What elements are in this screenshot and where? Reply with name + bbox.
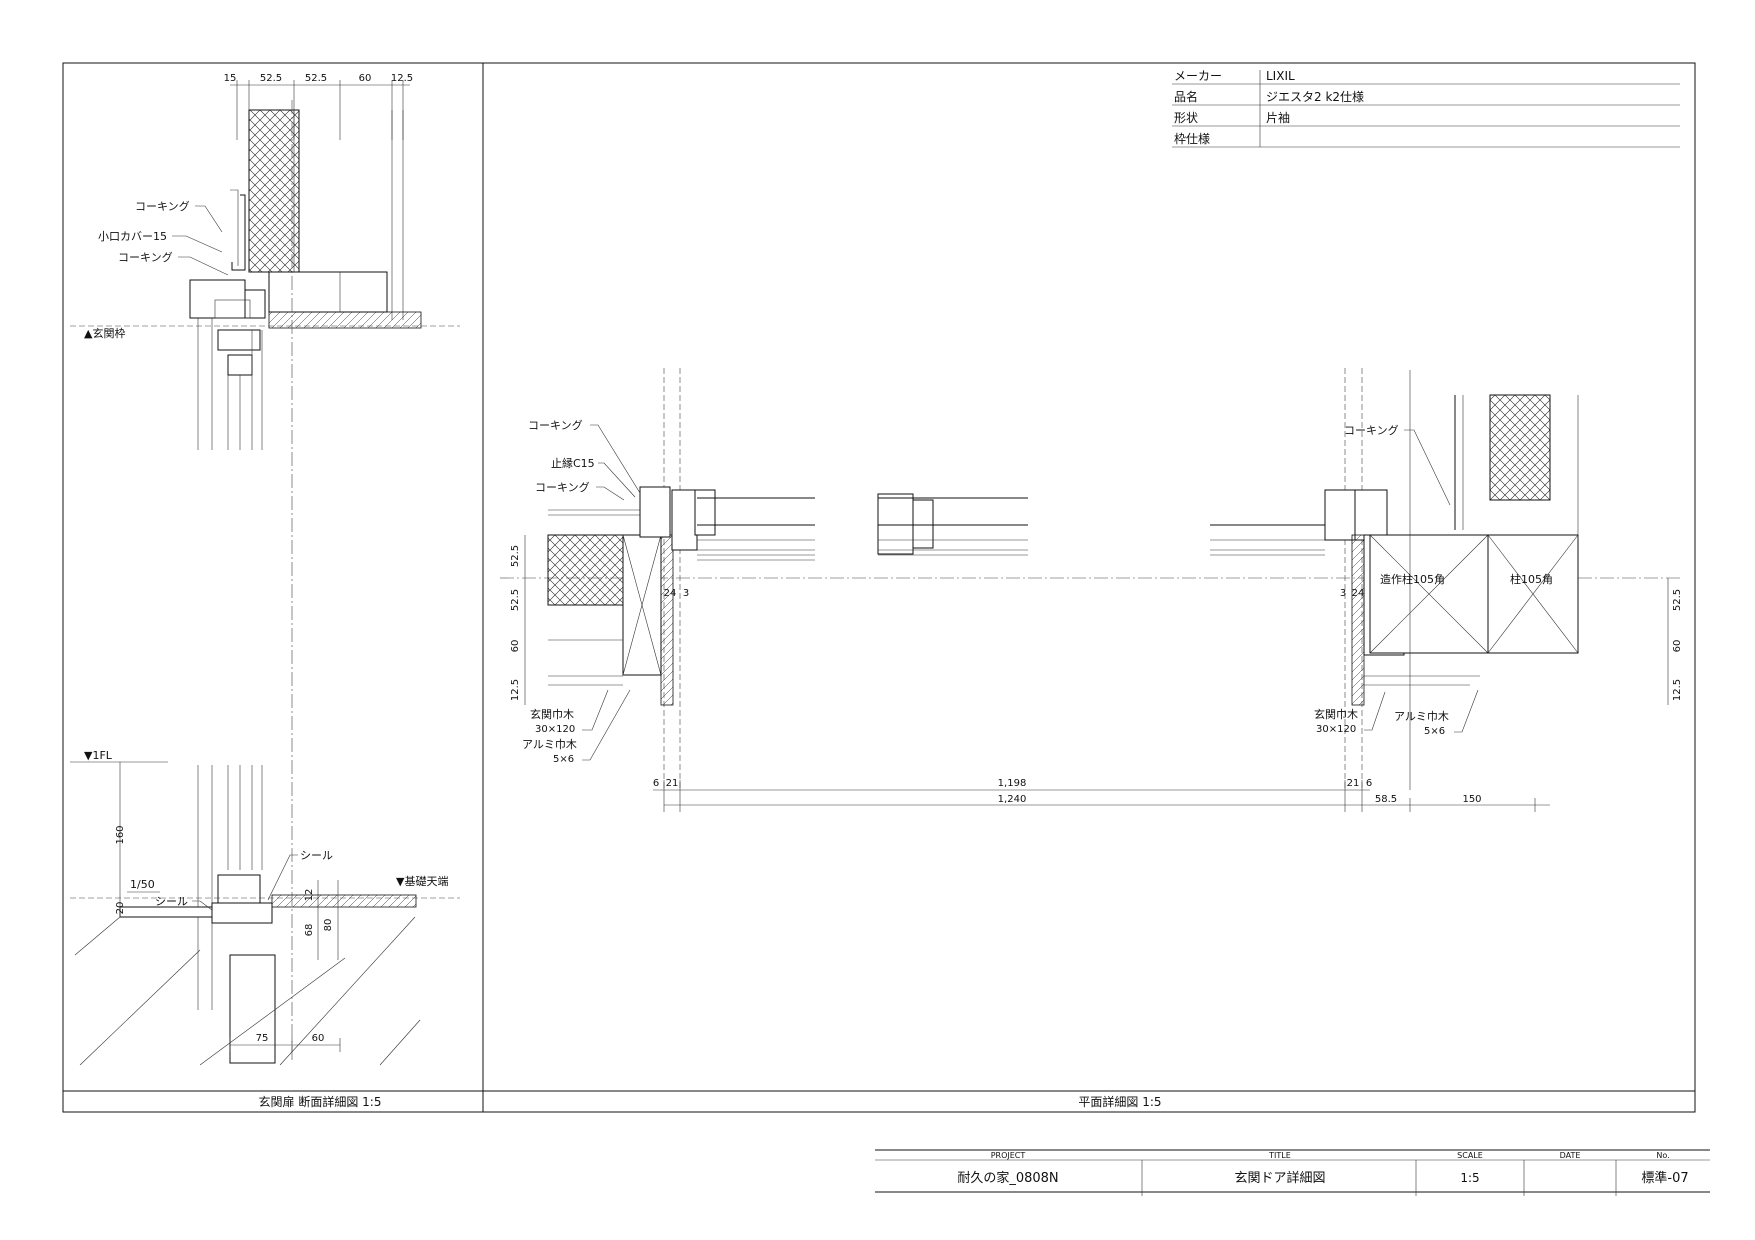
section-dim-60-b: 60 bbox=[312, 1033, 325, 1044]
title-title-value: 玄関ドア詳細図 bbox=[1234, 1170, 1325, 1186]
plan-left-alu-size: 5×6 bbox=[553, 754, 574, 765]
frame-profile bbox=[189, 279, 246, 319]
spec-label-shape: 形状 bbox=[1174, 111, 1198, 125]
section-caulking-label-1: コーキング bbox=[135, 199, 190, 213]
section-seal-label-1: シール bbox=[300, 849, 333, 862]
section-dim-80: 80 bbox=[323, 919, 334, 932]
spec-label-maker: メーカー bbox=[1174, 69, 1222, 83]
plan-left-insulation bbox=[547, 534, 624, 606]
plan-left-baseboard: 玄関巾木 bbox=[530, 707, 574, 721]
plan-dim-21-right: 21 bbox=[1347, 778, 1360, 789]
section-slope: 1/50 bbox=[130, 878, 155, 891]
section-frame-level: ▲玄関枠 bbox=[84, 326, 125, 340]
plan-left-caulking-1: コーキング bbox=[528, 418, 583, 432]
sill-profile bbox=[217, 874, 261, 904]
plan-dim-1240: 1,240 bbox=[998, 794, 1027, 805]
title-header-scale: SCALE bbox=[1457, 1151, 1483, 1160]
spec-label-product: 品名 bbox=[1174, 89, 1198, 104]
plan-right-baseboard-size: 30×120 bbox=[1316, 724, 1356, 735]
plan-dim-21-left: 21 bbox=[666, 778, 679, 789]
section-seal-label-2: シール bbox=[155, 895, 188, 908]
plan-left-alu-baseboard: アルミ巾木 bbox=[522, 737, 577, 751]
insulation-hatch bbox=[248, 109, 300, 273]
spec-label-frame: 枠仕様 bbox=[1174, 132, 1210, 146]
section-dim-160: 160 bbox=[115, 825, 126, 844]
title-scale-value: 1:5 bbox=[1460, 1171, 1479, 1185]
plan-right-dim-24: 24 bbox=[1352, 588, 1365, 599]
sheet-border bbox=[62, 62, 1696, 1113]
plan-dim-6-right: 6 bbox=[1366, 778, 1372, 789]
title-header-date: DATE bbox=[1560, 1151, 1581, 1160]
plan-mullion bbox=[877, 493, 914, 555]
section-dim-12: 12.5 bbox=[391, 73, 413, 84]
section-dim-52b: 52.5 bbox=[305, 73, 327, 84]
spec-value-maker: LIXIL bbox=[1266, 69, 1295, 83]
section-dim-75: 75 bbox=[256, 1033, 269, 1044]
plan-left-dim-52b: 52.5 bbox=[510, 589, 521, 611]
section-fl-level: ▼1FL bbox=[84, 749, 113, 762]
plan-view-caption: 平面詳細図 1:5 bbox=[1078, 1094, 1161, 1109]
plan-right-dim-60: 60 bbox=[1672, 640, 1683, 653]
plan-dim-58: 58.5 bbox=[1375, 794, 1397, 805]
plan-dim-6-left: 6 bbox=[653, 778, 659, 789]
plan-left-dim-24: 24 bbox=[664, 588, 677, 599]
section-view-caption: 玄関扉 断面詳細図 1:5 bbox=[259, 1094, 382, 1109]
plan-left-baseboard-size: 30×120 bbox=[535, 724, 575, 735]
plan-left-caulking-2: コーキング bbox=[535, 480, 590, 494]
plan-post-main-label: 柱105角 bbox=[1510, 572, 1553, 586]
plan-right-trim bbox=[1351, 534, 1365, 706]
title-header-title: TITLE bbox=[1268, 1151, 1291, 1160]
plan-dim-1198: 1,198 bbox=[998, 778, 1027, 789]
plan-left-dim-60: 60 bbox=[510, 640, 521, 653]
plan-left-dim-12: 12.5 bbox=[510, 679, 521, 701]
plan-left-dim-52a: 52.5 bbox=[510, 545, 521, 567]
spec-value-shape: 片袖 bbox=[1266, 110, 1290, 125]
title-no-value: 標準-07 bbox=[1641, 1170, 1688, 1186]
plan-right-dim-12: 12.5 bbox=[1672, 679, 1683, 701]
plan-left-trim bbox=[660, 534, 674, 706]
header-beam bbox=[268, 271, 388, 313]
section-dim-20: 20 bbox=[115, 902, 126, 915]
plan-left-stop-bead: 止縁C15 bbox=[551, 456, 595, 470]
plan-right-baseboard: 玄関巾木 bbox=[1314, 707, 1358, 721]
section-dim-12-v: 12 bbox=[304, 889, 315, 902]
section-view: 15 52.5 52.5 60 12.5 ▲玄関枠 bbox=[70, 73, 460, 1066]
plan-right-alu-size: 5×6 bbox=[1424, 726, 1445, 737]
title-header-no: No. bbox=[1656, 1151, 1669, 1160]
plan-post-built-label: 造作柱105角 bbox=[1380, 572, 1445, 586]
spec-value-product: ジエスタ2 k2仕様 bbox=[1266, 90, 1364, 104]
plan-right-caulking: コーキング bbox=[1344, 423, 1399, 437]
plan-left-dim-3: 3 bbox=[683, 588, 689, 599]
title-header-project: PROJECT bbox=[991, 1151, 1026, 1160]
section-dim-60: 60 bbox=[359, 73, 372, 84]
plan-right-dim-3: 3 bbox=[1340, 588, 1346, 599]
section-dim-68: 68 bbox=[304, 924, 315, 937]
lintel bbox=[268, 311, 422, 329]
section-dim-52a: 52.5 bbox=[260, 73, 282, 84]
section-caulking-label-2: コーキング bbox=[118, 250, 173, 264]
plan-dim-150: 150 bbox=[1462, 794, 1481, 805]
spec-table: メーカー LIXIL 品名 ジエスタ2 k2仕様 形状 片袖 枠仕様 bbox=[1172, 69, 1680, 148]
title-project-value: 耐久の家_0808N bbox=[957, 1170, 1058, 1186]
section-foundation-level: ▼基礎天端 bbox=[396, 875, 448, 888]
section-cover-label: 小口カバー15 bbox=[98, 230, 167, 243]
plan-right-alu-baseboard: アルミ巾木 bbox=[1394, 709, 1449, 723]
section-dim-15: 15 bbox=[224, 73, 237, 84]
plan-right-dim-52: 52.5 bbox=[1672, 589, 1683, 611]
plan-right-insulation bbox=[1489, 394, 1551, 501]
plan-view: コーキング 止縁C15 コーキング 玄関巾木 30×120 アルミ巾木 5×6 … bbox=[500, 368, 1683, 812]
title-block: PROJECT TITLE SCALE DATE No. 耐久の家_0808N … bbox=[875, 1149, 1710, 1196]
